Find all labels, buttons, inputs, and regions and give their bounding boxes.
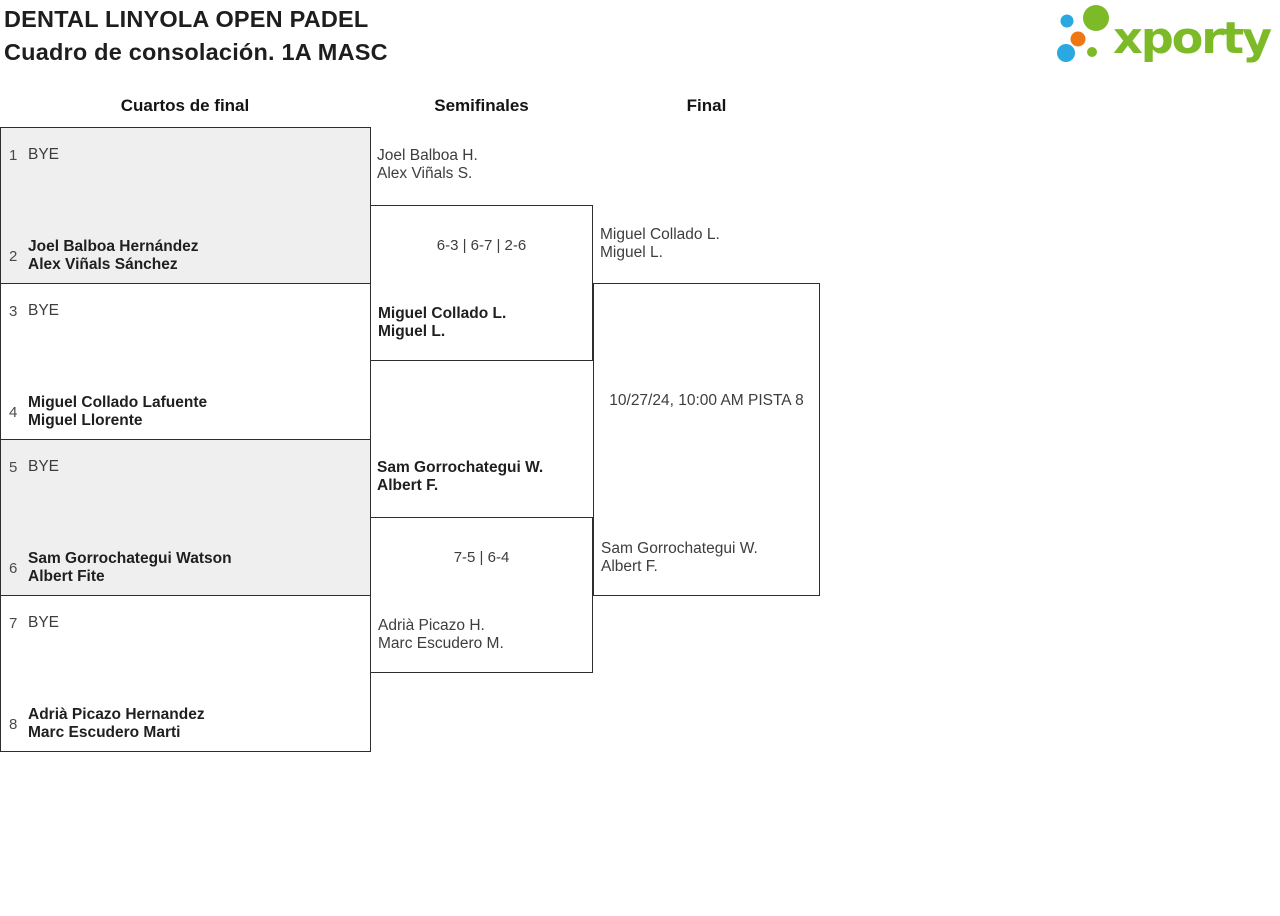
- team-line-1: BYE: [28, 146, 60, 163]
- team-line-1: BYE: [28, 614, 60, 631]
- team-line-2: Miguel L.: [600, 244, 663, 261]
- team-line-1: Sam Gorrochategui W.: [377, 459, 544, 476]
- qf1-slot-top: 1 BYE: [9, 146, 364, 164]
- team-name: Sam Gorrochategui Watson Albert Fite: [28, 550, 232, 586]
- qf3-slot-bottom: 6 Sam Gorrochategui Watson Albert Fite: [9, 550, 364, 586]
- team-line-1: Adrià Picazo Hernandez: [28, 706, 205, 723]
- team-line-1: Adrià Picazo H.: [378, 617, 485, 634]
- qf-match-2[interactable]: 3 BYE 4 Miguel Collado Lafuente Miguel L…: [0, 283, 371, 440]
- seed-number: 5: [9, 458, 18, 476]
- qf-match-3[interactable]: 5 BYE 6 Sam Gorrochategui Watson Albert …: [0, 439, 371, 596]
- team-name: BYE: [28, 614, 59, 632]
- team-line-2: Miguel L.: [378, 323, 446, 340]
- final-match[interactable]: 10/27/24, 10:00 AM PISTA 8 Sam Gorrochat…: [593, 283, 820, 596]
- team-line-1: Miguel Collado L.: [600, 226, 720, 243]
- seed-number: 8: [9, 715, 18, 733]
- round-header-final: Final: [686, 96, 727, 115]
- qf1-slot-bottom: 2 Joel Balboa Hernández Alex Viñals Sánc…: [9, 238, 364, 274]
- team-line-2: Marc Escudero Marti: [28, 724, 181, 741]
- sf1-score: 6-3 | 6-7 | 2-6: [436, 237, 527, 254]
- sf1-bottom-team: Miguel Collado L. Miguel L.: [378, 305, 506, 341]
- sf2-top-team: Sam Gorrochategui W. Albert F.: [377, 459, 543, 495]
- sf-match-2[interactable]: 7-5 | 6-4 Adrià Picazo H. Marc Escudero …: [370, 517, 593, 673]
- logo-dot-green-small: [1087, 47, 1097, 57]
- team-name: BYE: [28, 458, 59, 476]
- team-line-2: Albert Fite: [28, 568, 105, 585]
- xporty-logo-graphic: xporty: [1057, 5, 1273, 64]
- team-line-1: Sam Gorrochategui W.: [601, 540, 758, 557]
- qf4-slot-bottom: 8 Adrià Picazo Hernandez Marc Escudero M…: [9, 706, 364, 742]
- round-header-cuartos: Cuartos de final: [120, 96, 250, 115]
- team-line-1: Sam Gorrochategui Watson: [28, 550, 232, 567]
- team-line-2: Miguel Llorente: [28, 412, 143, 429]
- sf1-top-team: Joel Balboa H. Alex Viñals S.: [377, 147, 478, 183]
- tournament-title: DENTAL LINYOLA OPEN PADEL: [4, 6, 369, 32]
- sf-match-1[interactable]: 6-3 | 6-7 | 2-6 Miguel Collado L. Miguel…: [370, 205, 593, 361]
- qf-match-1[interactable]: 1 BYE 2 Joel Balboa Hernández Alex Viñal…: [0, 127, 371, 284]
- team-name: BYE: [28, 146, 59, 164]
- seed-number: 4: [9, 403, 18, 421]
- qf2-slot-bottom: 4 Miguel Collado Lafuente Miguel Llorent…: [9, 394, 364, 430]
- team-line-2: Alex Viñals Sánchez: [28, 256, 178, 273]
- team-name: Joel Balboa Hernández Alex Viñals Sánche…: [28, 238, 199, 274]
- team-name: BYE: [28, 302, 59, 320]
- seed-number: 3: [9, 302, 18, 320]
- seed-number: 2: [9, 247, 18, 265]
- team-line-2: Albert F.: [377, 477, 439, 494]
- team-line-1: Joel Balboa Hernández: [28, 238, 199, 255]
- logo-dot-orange: [1070, 31, 1086, 47]
- final-top-team: Miguel Collado L. Miguel L.: [600, 226, 720, 262]
- qf4-slot-top: 7 BYE: [9, 614, 364, 632]
- qf3-slot-top: 5 BYE: [9, 458, 364, 476]
- team-name: Miguel Collado Lafuente Miguel Llorente: [28, 394, 207, 430]
- title-block: DENTAL LINYOLA OPEN PADEL Cuadro de cons…: [4, 3, 388, 69]
- team-name: Adrià Picazo Hernandez Marc Escudero Mar…: [28, 706, 205, 742]
- bracket-subtitle: Cuadro de consolación. 1A MASC: [4, 39, 388, 65]
- xporty-logo-text: xporty: [1113, 13, 1271, 64]
- sf2-score: 7-5 | 6-4: [453, 549, 510, 566]
- logo-dot-blue-large: [1057, 44, 1075, 62]
- team-line-1: Joel Balboa H.: [377, 147, 478, 164]
- team-line-2: Marc Escudero M.: [378, 635, 504, 652]
- seed-number: 7: [9, 614, 18, 632]
- team-line-1: BYE: [28, 302, 60, 319]
- team-line-2: Alex Viñals S.: [377, 165, 473, 182]
- seed-number: 6: [9, 559, 18, 577]
- xporty-logo[interactable]: xporty: [1040, 0, 1280, 70]
- sf2-bottom-team: Adrià Picazo H. Marc Escudero M.: [378, 617, 504, 653]
- qf-match-4[interactable]: 7 BYE 8 Adrià Picazo Hernandez Marc Escu…: [0, 595, 371, 752]
- seed-number: 1: [9, 146, 18, 164]
- final-schedule: 10/27/24, 10:00 AM PISTA 8: [609, 392, 804, 409]
- team-line-2: Albert F.: [601, 558, 658, 575]
- logo-dot-green-large: [1083, 5, 1109, 31]
- logo-dot-blue-small: [1060, 14, 1074, 28]
- team-line-1: BYE: [28, 458, 60, 475]
- team-line-1: Miguel Collado L.: [378, 305, 507, 322]
- team-line-1: Miguel Collado Lafuente: [28, 394, 208, 411]
- final-bottom-team: Sam Gorrochategui W. Albert F.: [601, 540, 758, 576]
- qf2-slot-top: 3 BYE: [9, 302, 364, 320]
- round-header-semifinales: Semifinales: [434, 96, 529, 115]
